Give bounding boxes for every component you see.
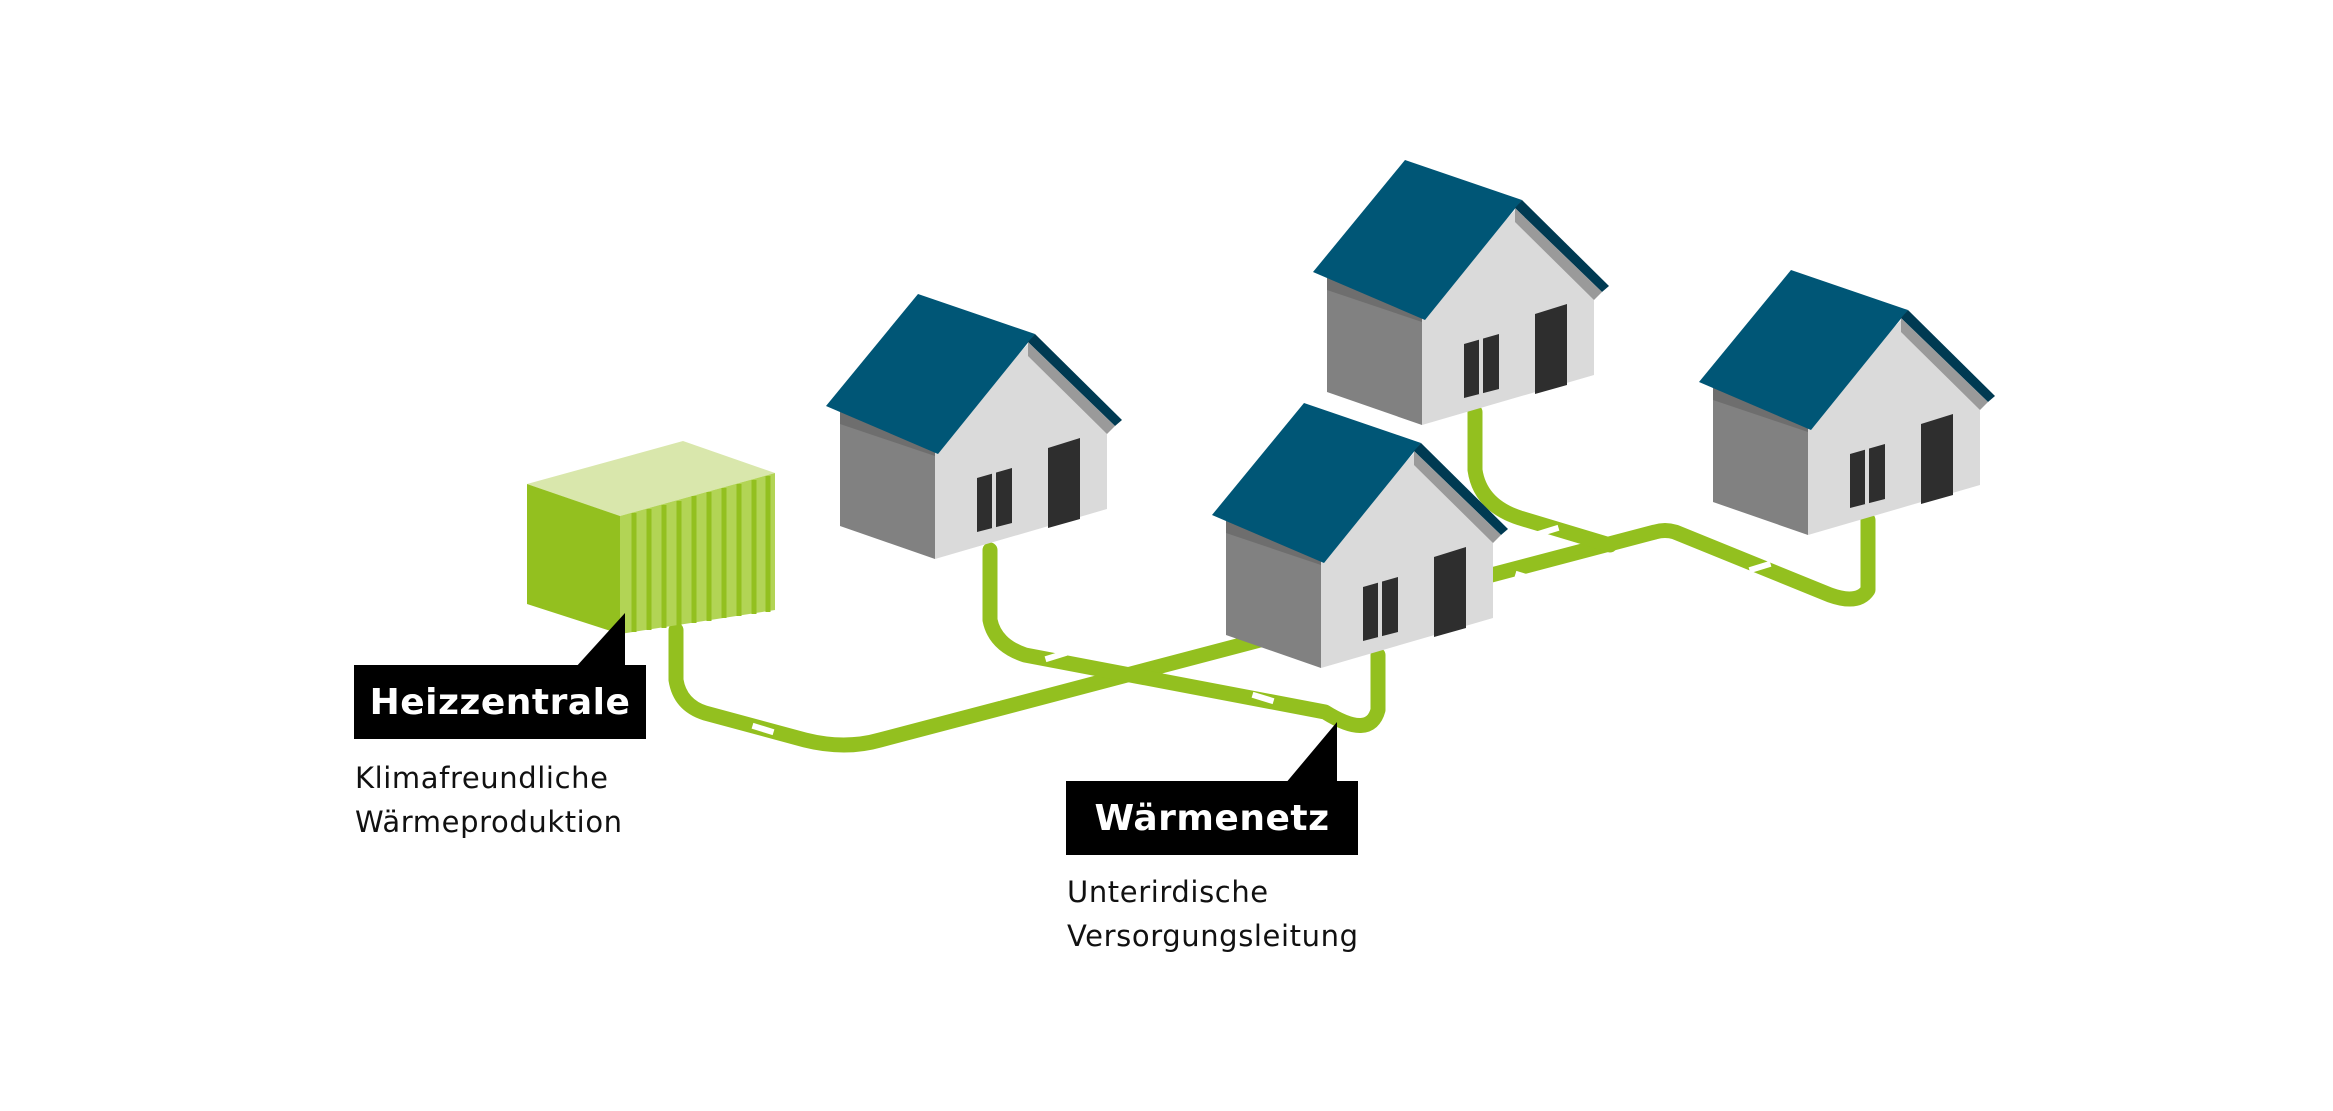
- heizzentrale-title: Heizzentrale: [369, 681, 631, 723]
- house-icon: [1697, 268, 1997, 537]
- waermenetz-label: Wärmenetz: [1066, 781, 1358, 855]
- heating-plant-icon: [527, 441, 775, 634]
- pipe-joints: [751, 524, 1772, 736]
- heating-plant-ribs: [631, 476, 771, 632]
- pipe-house-2: [1467, 404, 1618, 553]
- house-icon: [1311, 158, 1611, 427]
- waermenetz-title: Wärmenetz: [1094, 797, 1330, 839]
- pipe-joint: [1251, 691, 1275, 705]
- waermenetz-desc-line-1: Unterirdische: [1067, 875, 1269, 909]
- pipe-joint: [1536, 524, 1560, 538]
- pipe-joint: [1044, 649, 1068, 663]
- house-icon: [1210, 401, 1510, 670]
- pipe-joint: [751, 722, 775, 736]
- waermenetz-description: Unterirdische Versorgungsleitung: [1067, 870, 1359, 958]
- pipe-joint: [1748, 560, 1772, 574]
- callout-pointer-waermenetz: [1285, 722, 1337, 800]
- pipe-branch-right: [1252, 512, 1876, 648]
- heizzentrale-description: Klimafreundliche Wärmeproduktion: [355, 756, 623, 844]
- heizzentrale-label: Heizzentrale: [354, 665, 646, 739]
- heizzentrale-desc-line-1: Klimafreundliche: [355, 761, 609, 795]
- main-pipe: [668, 622, 1268, 753]
- pipe-joint: [978, 688, 1002, 702]
- waermenetz-desc-line-2: Versorgungsleitung: [1067, 919, 1359, 953]
- pipe-house-1: [982, 542, 1386, 733]
- heizzentrale-desc-line-2: Wärmeproduktion: [355, 805, 623, 839]
- house-icon: [824, 292, 1124, 561]
- pipe-joint: [1514, 570, 1538, 584]
